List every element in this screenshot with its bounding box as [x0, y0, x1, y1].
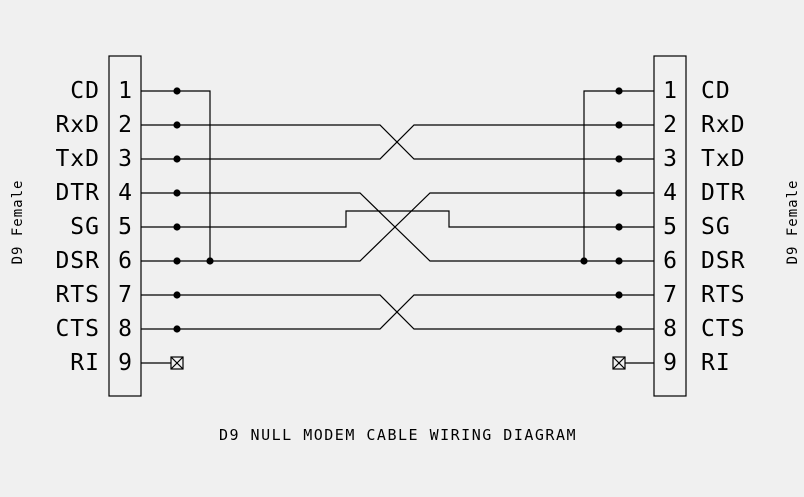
right-pin-dot — [615, 223, 623, 231]
right-pin-dot — [615, 291, 623, 299]
left-signal-label: TxD — [55, 146, 100, 172]
left-signal-label: RI — [70, 350, 100, 376]
right-pin-number: 3 — [663, 146, 677, 172]
left-signal-label: CD — [70, 78, 100, 104]
right-pin-number: 7 — [663, 282, 677, 308]
right-no-connect-icon — [612, 356, 626, 370]
right-pin-number: 2 — [663, 112, 677, 138]
junction-dot — [206, 257, 214, 265]
left-no-connect-icon — [170, 356, 184, 370]
left-pin-number: 7 — [118, 282, 132, 308]
wire-6-to-4 — [141, 192, 654, 262]
no-connect-cross — [170, 356, 184, 370]
right-signal-label: DSR — [701, 248, 746, 274]
left-pin-number: 4 — [118, 180, 132, 206]
right-pin-dot — [615, 121, 623, 129]
left-signal-label: DSR — [55, 248, 100, 274]
left-pin-dot — [173, 121, 181, 129]
right-side-label: D9 Female — [785, 180, 801, 265]
right-pin-dot — [615, 325, 623, 333]
right-signal-label: RI — [701, 350, 731, 376]
left-pin-dot — [173, 223, 181, 231]
right-connector-pins: 1 CD 2 RxD 3 TxD 4 DTR 5 SG 6 DSR 7 RTS 8 CTS 9 RI — [663, 78, 746, 376]
left-signal-label: SG — [70, 214, 100, 240]
left-bridge-line — [141, 90, 211, 261]
right-connector-body — [653, 55, 687, 397]
left-connector-body — [108, 55, 142, 397]
left-signal-label: CTS — [55, 316, 100, 342]
wire-5-to-5 — [141, 210, 654, 228]
right-pin-number: 6 — [663, 248, 677, 274]
diagram-caption: D9 NULL MODEM CABLE WIRING DIAGRAM — [219, 426, 577, 444]
right-signal-label: TxD — [701, 146, 746, 172]
left-pin-number: 6 — [118, 248, 132, 274]
right-signal-label: DTR — [701, 180, 746, 206]
no-connect-box — [612, 356, 626, 370]
left-signal-label: DTR — [55, 180, 100, 206]
wires-group — [141, 87, 654, 370]
right-signal-label: RTS — [701, 282, 746, 308]
right-pin-dot — [615, 155, 623, 163]
left-pin-dot — [173, 87, 181, 95]
left-connector-pins: 1 CD 2 RxD 3 TxD 4 DTR 5 SG 6 DSR 7 RTS 8 CTS 9 RI — [55, 78, 131, 376]
left-pin-number: 1 — [118, 78, 132, 104]
right-pin-dot — [615, 257, 623, 265]
right-pin-number: 9 — [663, 350, 677, 376]
right-pin-dot — [615, 189, 623, 197]
junction-dot — [580, 257, 588, 265]
right-pin-number: 5 — [663, 214, 677, 240]
left-signal-label: RxD — [55, 112, 100, 138]
left-pin-number: 2 — [118, 112, 132, 138]
right-signal-label: SG — [701, 214, 731, 240]
left-pin-number: 9 — [118, 350, 132, 376]
right-signal-label: CTS — [701, 316, 746, 342]
left-pin-number: 5 — [118, 214, 132, 240]
wire-3-to-2 — [141, 124, 654, 160]
right-pin-number: 1 — [663, 78, 677, 104]
left-pin-dot — [173, 257, 181, 265]
left-pin-dot — [173, 325, 181, 333]
right-pin-number: 4 — [663, 180, 677, 206]
left-pin-dot — [173, 155, 181, 163]
left-pin-dot — [173, 189, 181, 197]
left-pin-number: 3 — [118, 146, 132, 172]
no-connect-cross — [612, 356, 626, 370]
left-pin-dot — [173, 291, 181, 299]
right-bridge-line — [583, 90, 654, 261]
right-pin-dot — [615, 87, 623, 95]
left-side-label: D9 Female — [10, 180, 26, 265]
left-signal-label: RTS — [55, 282, 100, 308]
right-signal-label: RxD — [701, 112, 746, 138]
right-pin-number: 8 — [663, 316, 677, 342]
left-pin-number: 8 — [118, 316, 132, 342]
no-connect-box — [170, 356, 184, 370]
right-signal-label: CD — [701, 78, 731, 104]
wire-8-to-7 — [141, 294, 654, 330]
